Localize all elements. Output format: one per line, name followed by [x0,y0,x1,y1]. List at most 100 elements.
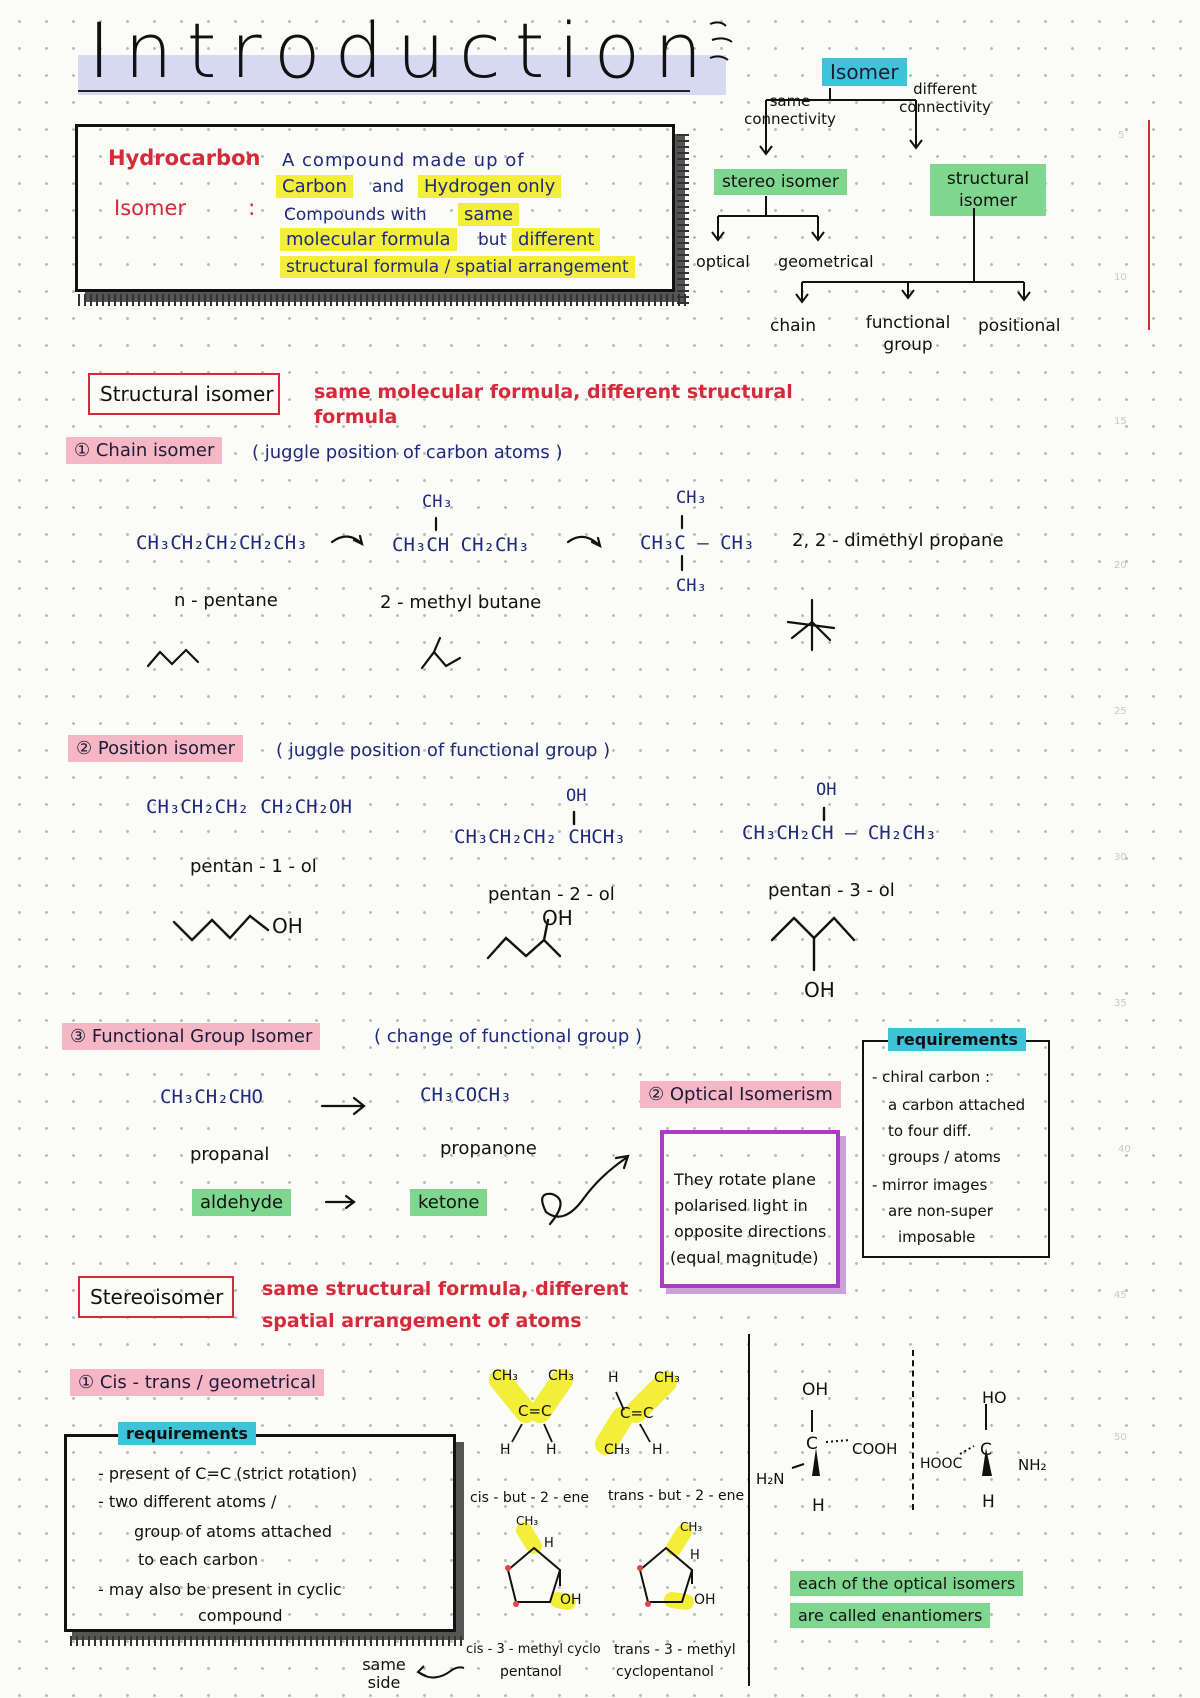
enant-1-h: H [812,1496,825,1516]
def-structural-spatial: structural formula / spatial arrangement [280,256,635,278]
tree-positional: positional [978,316,1061,336]
enant-1-oh: OH [802,1380,829,1400]
cistrans-req-2: - two different atoms / [98,1492,277,1511]
optical-box-line-2: polarised light in [674,1196,808,1215]
optical-req-line-3: to four diff. [888,1122,972,1140]
ketone-label: ketone [410,1189,488,1216]
enantiomers-line-1: each of the optical isomers [790,1571,1024,1596]
position-formula-1: CH₃CH₂CH₂ CH₂CH₂OH [146,796,352,818]
def-molecular-formula: molecular formula [280,228,457,251]
functional-heading: ③ Functional Group Isomer [62,1023,321,1050]
same-side-note: same side [362,1655,406,1692]
def-line-3b: same [458,203,520,226]
enant-2-hooc: HOOC [920,1456,963,1472]
tree-different-connectivity: different connectivity [899,80,991,116]
optical-req-line-1: - chiral carbon : [872,1068,991,1086]
cis-h-right: H [546,1442,557,1458]
enant-2-h: H [982,1492,995,1512]
chain-formula-3-top: CH₃ [676,488,707,508]
position-note: ( juggle position of functional group ) [276,740,611,761]
margin-number-10: 10 [1114,272,1127,283]
cyclopentanol-diagrams [505,1522,694,1610]
chain-formula-3: CH₃C – CH₃ [640,532,755,554]
position-name-3: pentan - 3 - ol [768,880,895,901]
chain-note: ( juggle position of carbon atoms ) [252,442,563,463]
cis-ch3-right: CH₃ [548,1368,574,1384]
cis-cc: C=C [518,1402,552,1420]
chain-formula-2-top: CH₃ [422,492,453,512]
def-line-3a: Compounds with [284,205,427,225]
chain-formula-2: CH₃CH CH₂CH₃ [392,534,530,556]
trans-butene-name: trans - but - 2 - ene [608,1488,745,1504]
def-line-4a: molecular formula [280,228,457,251]
enant-1-h2n: H₂N [756,1470,785,1488]
structural-desc: same molecular formula, different struct… [314,381,793,428]
cyclo-2-ch3: CH₃ [680,1520,703,1534]
optical-req-line-6: are non-super [888,1202,993,1220]
cyclo-2-h: H [690,1548,700,1563]
position-name-1: pentan - 1 - ol [190,856,317,877]
optical-req-line-7: imposable [898,1228,976,1246]
optical-requirements-title: requirements [888,1028,1026,1051]
cistrans-req-1: - present of C=C (strict rotation) [98,1464,358,1483]
tree-same-connectivity: same connectivity [744,92,836,128]
structural-heading: Structural isomer [100,382,274,406]
chain-formula-3-bottom: CH₃ [676,576,707,596]
tree-optical: optical [696,252,750,271]
cistrans-req-3: group of atoms attached [134,1522,333,1541]
chain-name-2: 2 - methyl butane [380,592,542,613]
margin-number-30: 30 [1114,852,1127,863]
optical-box-line-1: They rotate plane [674,1170,816,1189]
def-line-5: structural formula / spatial arrangement [280,256,635,278]
tree-functional-group: functional group [865,313,951,356]
position-oh-1: OH [272,914,303,938]
cis-ch3-left: CH₃ [492,1368,518,1384]
cis-h-left: H [500,1442,511,1458]
cyclo-1-name-l1: cis - 3 - methyl cyclo [466,1642,601,1657]
tree-chain: chain [770,316,817,336]
functional-arrows [320,1096,630,1226]
sparkle-decoration [709,21,733,61]
hydrocarbon-colon: : [244,144,252,169]
position-name-2: pentan - 2 - ol [488,884,615,905]
chain-skeletal-drawings [146,514,836,670]
optical-req-line-2: a carbon attached [888,1096,1026,1114]
cyclo-2-name-l1: trans - 3 - methyl [614,1642,736,1658]
optical-req-line-4: groups / atoms [888,1148,1001,1166]
definition-box-hatch-side [677,132,689,304]
trans-ch3-right: CH₃ [654,1370,680,1386]
tree-structural-isomer: structural isomer [930,164,1046,217]
chain-name-1: n - pentane [174,590,278,611]
cistrans-heading: ① Cis - trans / geometrical [70,1369,325,1396]
chain-name-3: 2, 2 - dimethyl propane [792,530,1004,551]
cistrans-requirements-title: requirements [118,1422,256,1445]
chain-heading: ① Chain isomer [66,437,223,464]
def-line-4b: but [478,230,507,250]
margin-number-5: 5 [1118,130,1125,141]
cistrans-req-5: - may also be present in cyclic [98,1580,342,1599]
def-hydrogen-only: Hydrogen only [418,175,562,198]
aldehyde-label: aldehyde [192,1189,292,1216]
structural-heading-box [88,373,280,415]
cistrans-requirements-box [64,1434,456,1632]
def-carbon: Carbon [276,175,353,198]
margin-number-25: 25 [1114,706,1127,717]
trans-ch3-left: CH₃ [604,1442,630,1458]
position-formula-3: CH₃CH₂CH – CH₂CH₃ [742,822,937,844]
functional-name-1: propanal [190,1144,270,1165]
tree-connectors [711,88,1031,304]
trans-cc: C=C [620,1404,654,1422]
cistrans-req-4: to each carbon [138,1550,259,1569]
def-different: different [512,228,601,251]
position-skeletal-drawings [172,806,856,972]
def-same: same [458,203,520,226]
def-line-2a: Carbon [276,175,353,198]
def-line-4c: different [512,228,601,251]
margin-number-40: 40 [1118,1144,1131,1155]
enant-1-c: C [806,1434,818,1454]
margin-red-line [1148,120,1150,330]
stereo-desc-line-2: spatial arrangement of atoms [262,1310,582,1332]
hydrocarbon-term: Hydrocarbon [108,146,261,170]
trans-h-left: H [608,1370,619,1386]
